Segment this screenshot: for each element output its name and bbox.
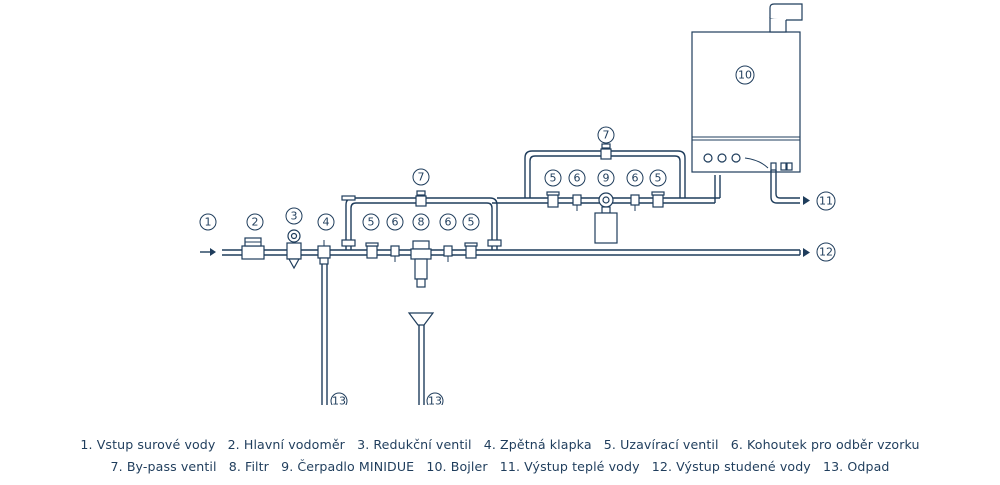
badge-7a-label: 7 [418, 171, 425, 184]
badge-5d: 5 [649, 169, 667, 187]
badge-12-label: 12 [819, 246, 833, 259]
bypass-valve-2 [600, 143, 612, 160]
hot-outlet-arrow-icon [803, 196, 810, 205]
bypass-valve-1 [415, 190, 427, 207]
badge-7b-label: 7 [603, 129, 610, 142]
badge-4: 4 [317, 213, 335, 231]
badge-6c-label: 6 [574, 172, 581, 185]
pump [594, 192, 618, 244]
legend-item-12: 12. Výstup studené vody [651, 459, 811, 474]
boiler [691, 3, 803, 173]
cold-outlet-arrow-icon [803, 248, 810, 257]
badge-9-label: 9 [603, 172, 610, 185]
badge-8: 8 [412, 213, 430, 231]
badge-11-label: 11 [819, 195, 833, 208]
filter [410, 240, 432, 288]
badge-6b-label: 6 [445, 216, 452, 229]
badge-6a: 6 [386, 213, 404, 231]
badge-8-label: 8 [418, 216, 425, 229]
hot-outlet-pipe [770, 170, 800, 204]
check-valve [317, 240, 331, 265]
badge-3: 3 [285, 207, 303, 225]
badge-12: 12 [816, 242, 836, 262]
badge-13b: 13 [426, 392, 444, 406]
badge-2: 2 [246, 213, 264, 231]
main-pipe [222, 249, 801, 256]
drain-funnel [407, 312, 435, 405]
badge-5b: 5 [462, 213, 480, 231]
badge-6b: 6 [439, 213, 457, 231]
badge-6d-label: 6 [632, 172, 639, 185]
badge-1: 1 [199, 213, 217, 231]
legend-item-8: 8. Filtr [228, 459, 269, 474]
pressure-reducer [286, 229, 302, 270]
badge-5c-label: 5 [550, 172, 557, 185]
legend-item-10: 10. Bojler [426, 459, 488, 474]
legend-item-6: 6. Kohoutek pro odběr vzorku [730, 437, 920, 452]
badge-9: 9 [597, 169, 615, 187]
badge-3-label: 3 [291, 210, 298, 223]
badge-6c: 6 [568, 169, 586, 187]
plumbing-diagram: 1 2 3 4 5 6 8 6 5 7 7 5 6 9 6 5 10 11 12… [199, 3, 836, 406]
legend-item-9: 9. Čerpadlo MINIDUE [281, 459, 415, 474]
badge-5c: 5 [544, 169, 562, 187]
sample-tap-3 [572, 194, 582, 211]
badge-7b: 7 [597, 126, 615, 144]
shutoff-valve-4 [651, 191, 665, 208]
badge-10-label: 10 [738, 69, 752, 82]
legend-item-2: 2. Hlavní vodoměr [227, 437, 345, 452]
badge-5b-label: 5 [468, 216, 475, 229]
legend-row-1: 1. Vstup surové vody 2. Hlavní vodoměr 3… [0, 437, 1000, 452]
badge-4-label: 4 [323, 216, 330, 229]
shutoff-valve-1 [365, 242, 379, 259]
badge-5d-label: 5 [655, 172, 662, 185]
badge-5a-label: 5 [368, 216, 375, 229]
badge-10: 10 [735, 65, 755, 85]
legend-item-13: 13. Odpad [822, 459, 890, 474]
legend-item-5: 5. Uzavírací ventil [603, 437, 719, 452]
badge-2-label: 2 [252, 216, 259, 229]
legend-item-4: 4. Zpětná klapka [483, 437, 592, 452]
badge-7a: 7 [412, 168, 430, 186]
badge-6a-label: 6 [392, 216, 399, 229]
legend-item-1: 1. Vstup surové vody [80, 437, 216, 452]
drain-pipe-1 [321, 264, 328, 405]
badge-1-label: 1 [205, 216, 212, 229]
badge-13a: 13 [330, 392, 348, 406]
shutoff-valve-3 [546, 191, 560, 208]
badge-5a: 5 [362, 213, 380, 231]
sample-tap-2 [443, 245, 453, 262]
shutoff-valve-2 [464, 242, 478, 259]
legend-item-3: 3. Redukční ventil [357, 437, 472, 452]
badge-11: 11 [816, 191, 836, 211]
sample-tap-1 [390, 245, 400, 262]
badge-6d: 6 [626, 169, 644, 187]
water-meter [241, 237, 265, 260]
legend-item-7: 7. By-pass ventil [110, 459, 217, 474]
legend-item-11: 11. Výstup teplé vody [499, 459, 640, 474]
legend-row-2: 7. By-pass ventil 8. Filtr 9. Čerpadlo M… [0, 459, 1000, 474]
sample-tap-4 [630, 194, 640, 211]
badge-13b-label: 13 [428, 395, 442, 406]
inlet-arrow-icon [200, 248, 216, 256]
badge-13a-label: 13 [332, 395, 346, 406]
